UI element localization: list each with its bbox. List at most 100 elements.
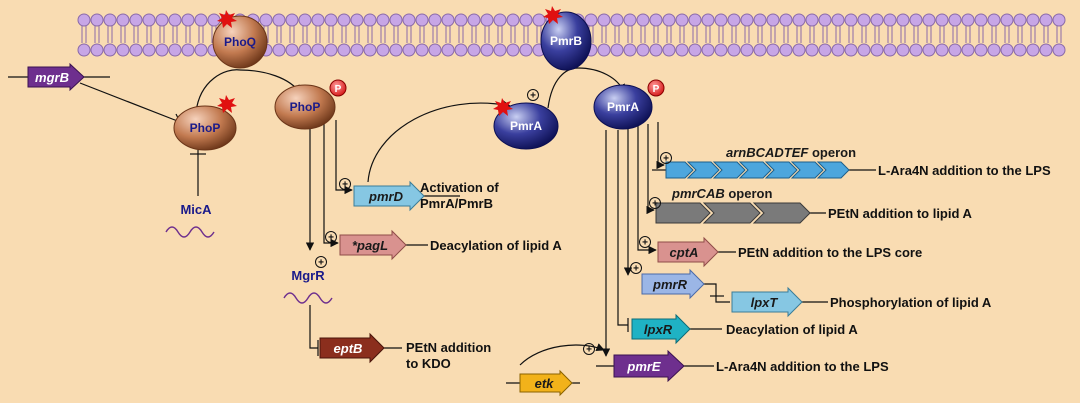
plus-sign-pmra-inactive: +	[530, 91, 536, 102]
lipid-head	[337, 43, 351, 57]
lipid-head	[597, 43, 611, 57]
lipid-head	[103, 43, 117, 57]
lipid-head	[649, 13, 663, 27]
gene-lpxr: lpxR	[631, 313, 691, 345]
lipid-head	[168, 43, 182, 57]
lipid-head	[506, 43, 520, 57]
lipid-head	[597, 13, 611, 27]
lipid-head	[103, 13, 117, 27]
lipid-head	[701, 43, 715, 57]
lipid-head	[142, 43, 156, 57]
lipid-head	[77, 13, 91, 27]
small-rnas: MicA MgrR	[165, 202, 333, 304]
pmrr-lpxt-inhibition-line	[700, 283, 730, 303]
lipid-head	[389, 43, 403, 57]
lipid-head	[649, 43, 663, 57]
arn-gene-name: arnBCADTEF	[726, 145, 809, 160]
phoq-label: PhoQ	[224, 35, 256, 49]
lipid-head	[1039, 13, 1053, 27]
lipid-head	[857, 13, 871, 27]
lipid-head	[415, 43, 429, 57]
lipid-head	[870, 43, 884, 57]
pmrd-effect-line1: Activation of	[420, 180, 499, 195]
pmra-inactive-star	[493, 98, 513, 116]
pmrcab-gene-name: pmrCAB	[671, 186, 725, 201]
phop-to-pmrd-arrow	[335, 120, 353, 195]
lipid-head	[818, 43, 832, 57]
lipid-head	[1052, 13, 1066, 27]
pagl-effect: Deacylation of lipid A	[430, 238, 562, 253]
plus-circle-pmrd	[339, 178, 351, 190]
plus-circle-arn	[660, 152, 672, 164]
lipid-head	[831, 43, 845, 57]
plus-sign-pagl: +	[328, 233, 334, 244]
lipid-head	[493, 13, 507, 27]
lipid-head	[129, 43, 143, 57]
lipid-head	[675, 43, 689, 57]
pmra-inactive-body	[493, 102, 559, 150]
gene-mgrb: mgrB	[8, 62, 110, 92]
lipid-head	[883, 43, 897, 57]
lipid-head	[207, 13, 221, 27]
lipid-head	[467, 43, 481, 57]
pmra-to-lpxr-line	[617, 130, 628, 326]
lipid-head	[792, 43, 806, 57]
lipid-head	[805, 43, 819, 57]
lipid-head	[532, 13, 546, 27]
eptb-label: eptB	[334, 341, 363, 356]
lipid-head	[428, 43, 442, 57]
lipid-head	[1013, 43, 1027, 57]
lipid-head	[688, 13, 702, 27]
gene-lpxt: lpxT	[731, 286, 803, 318]
arn-segment-t	[764, 161, 798, 179]
phop-to-pagl-arrow	[323, 120, 339, 248]
lipid-head	[181, 43, 195, 57]
lipid-head	[311, 13, 325, 27]
lipid-head	[350, 13, 364, 27]
lipid-head	[909, 13, 923, 27]
pmra-active: P PmrA	[593, 79, 665, 130]
mgrr-label: MgrR	[291, 268, 325, 283]
lipid-head	[1039, 43, 1053, 57]
lipid-head	[272, 13, 286, 27]
plus-sign-pmre: +	[586, 345, 592, 356]
lipid-head	[922, 13, 936, 27]
pmrb-sensor-kinase: PmrB	[540, 6, 592, 71]
phop-inactive: PhoP	[173, 95, 237, 151]
phop-active-body	[274, 84, 336, 130]
lipid-head	[90, 43, 104, 57]
lipid-head	[116, 43, 130, 57]
pmrb-activation-star	[543, 6, 563, 24]
lipid-head	[896, 13, 910, 27]
gene-pmrd: pmrD	[353, 180, 425, 212]
pmrd-gene-arrow	[353, 180, 425, 212]
pmrd-to-pmra-arrow	[367, 100, 511, 183]
lipid-head	[753, 13, 767, 27]
lipid-head	[857, 43, 871, 57]
etk-label: etk	[535, 376, 555, 391]
lipid-head	[90, 13, 104, 27]
lipid-head	[1000, 13, 1014, 27]
lipid-head	[467, 13, 481, 27]
lipid-head	[168, 13, 182, 27]
lpxt-gene-arrow	[731, 286, 803, 318]
plus-circle-pmrcab	[649, 197, 661, 209]
lipid-head	[116, 13, 130, 27]
gene-eptb: eptB	[319, 332, 385, 364]
lipid-head	[727, 43, 741, 57]
lipid-head	[324, 43, 338, 57]
pmrd-effect-line2: PmrA/PmrB	[420, 196, 493, 211]
lipid-head	[519, 13, 533, 27]
gene-etk: etk	[506, 369, 580, 397]
pmrcab-operon-label: pmrCAB operon	[671, 186, 772, 201]
lipid-head	[766, 13, 780, 27]
lpxr-label: lpxR	[644, 322, 673, 337]
gene-pmrcab-operon: pmrCAB operon	[655, 186, 811, 224]
lipid-head	[896, 43, 910, 57]
plus-circle-cpta	[639, 236, 651, 248]
pmrcab-operon-word: operon	[725, 186, 773, 201]
lipid-head	[714, 43, 728, 57]
lipid-head	[740, 13, 754, 27]
pmra-segment	[702, 202, 761, 224]
